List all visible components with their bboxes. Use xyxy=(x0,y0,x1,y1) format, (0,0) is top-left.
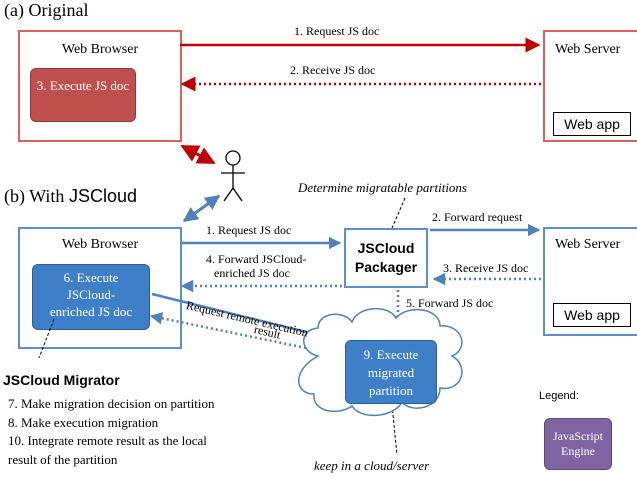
cloud-execute-line3: partition xyxy=(368,383,414,398)
packager-line1: JSCloud xyxy=(357,240,415,256)
jscloud-forward-js-label: 5. Forward JS doc xyxy=(406,296,494,310)
packager-line2: Packager xyxy=(354,259,418,275)
cloud-execute-line2: migrated xyxy=(367,365,415,380)
migrator-title: JSCloud Migrator xyxy=(3,372,120,388)
user-stick-figure-icon xyxy=(221,150,245,202)
jscloud-browser-label: Web Browser xyxy=(61,237,139,252)
migrator-step: 7. Make migration decision on partition xyxy=(8,396,215,411)
jscloud-forward-enriched-label: 4. Forward JSCloud- enriched JS doc xyxy=(206,252,306,280)
migrator-step: 10. Integrate remote result as the local xyxy=(8,433,207,448)
original-request-label: 1. Request JS doc xyxy=(294,24,380,38)
section-b-name: JSCloud xyxy=(68,186,137,206)
legend-engine-line1: JavaScript xyxy=(553,429,603,443)
migrator-steps-list: 7. Make migration decision on partition … xyxy=(8,395,215,469)
legend-title: Legend: xyxy=(539,390,579,402)
original-webapp: Web app xyxy=(553,112,631,136)
forward-enriched-line2: enriched JS doc xyxy=(214,266,290,280)
forward-enriched-line1: 4. Forward JSCloud- xyxy=(206,252,307,266)
jscloud-packager-box: JSCloud Packager xyxy=(344,228,428,288)
cloud-execute-line1: 9. Execute xyxy=(363,347,419,362)
keep-leader-line xyxy=(391,404,398,456)
legend-engine-line2: Engine xyxy=(561,444,595,458)
cloud-execute-engine: 9. Execute migrated partition xyxy=(345,340,437,404)
user-browser-blue-arrow xyxy=(182,194,221,223)
keep-cloud-label: keep in a cloud/server xyxy=(314,458,430,473)
jscloud-execute-line3: enriched JS doc xyxy=(49,304,133,319)
jscloud-forward-request-label: 2. Forward request xyxy=(432,210,523,224)
original-receive-label: 2. Receive JS doc xyxy=(290,63,376,77)
jscloud-request-label: 1. Request JS doc xyxy=(206,223,292,237)
original-server-label: Web Server xyxy=(555,42,621,57)
user-browser-red-arrow xyxy=(180,144,216,165)
section-b-title: (b) With JSCloud xyxy=(4,186,137,207)
jscloud-receive-label: 3. Receive JS doc xyxy=(443,261,529,275)
section-a-title: (a) Original xyxy=(4,0,89,20)
legend-engine-box: JavaScript Engine xyxy=(544,418,612,470)
jscloud-execute-engine: 6. Execute JSCloud- enriched JS doc xyxy=(32,264,150,330)
section-b-prefix: (b) With xyxy=(4,186,69,206)
jscloud-webapp: Web app xyxy=(553,303,631,327)
original-execute-engine: 3. Execute JS doc xyxy=(30,68,136,122)
migrator-leader-line xyxy=(38,318,55,359)
original-browser-label: Web Browser xyxy=(61,42,139,57)
jscloud-execute-line1: 6. Execute xyxy=(63,270,119,285)
determine-partitions-label: Determine migratable partitions xyxy=(298,180,467,195)
original-execute-label: 3. Execute JS doc xyxy=(36,78,130,93)
determine-leader-line xyxy=(391,197,406,229)
jscloud-execute-line2: JSCloud- xyxy=(66,287,116,302)
migrator-step: result of the partition xyxy=(8,451,118,467)
migrator-step: 8. Make execution migration xyxy=(8,414,159,430)
jscloud-server-label: Web Server xyxy=(555,237,621,252)
remote-exec-result-arrow xyxy=(149,312,346,358)
